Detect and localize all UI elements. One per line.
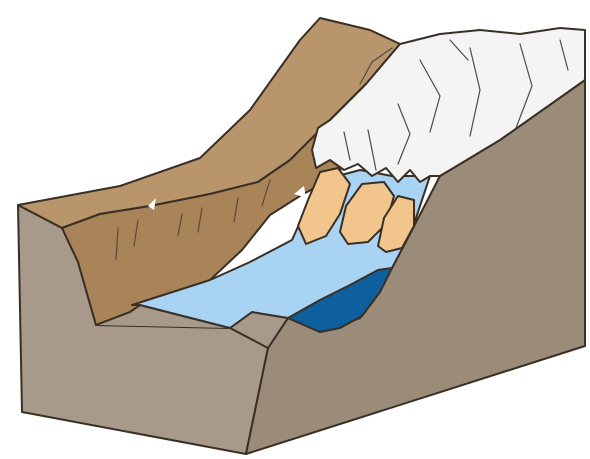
glacier-valley-diagram xyxy=(0,0,590,459)
